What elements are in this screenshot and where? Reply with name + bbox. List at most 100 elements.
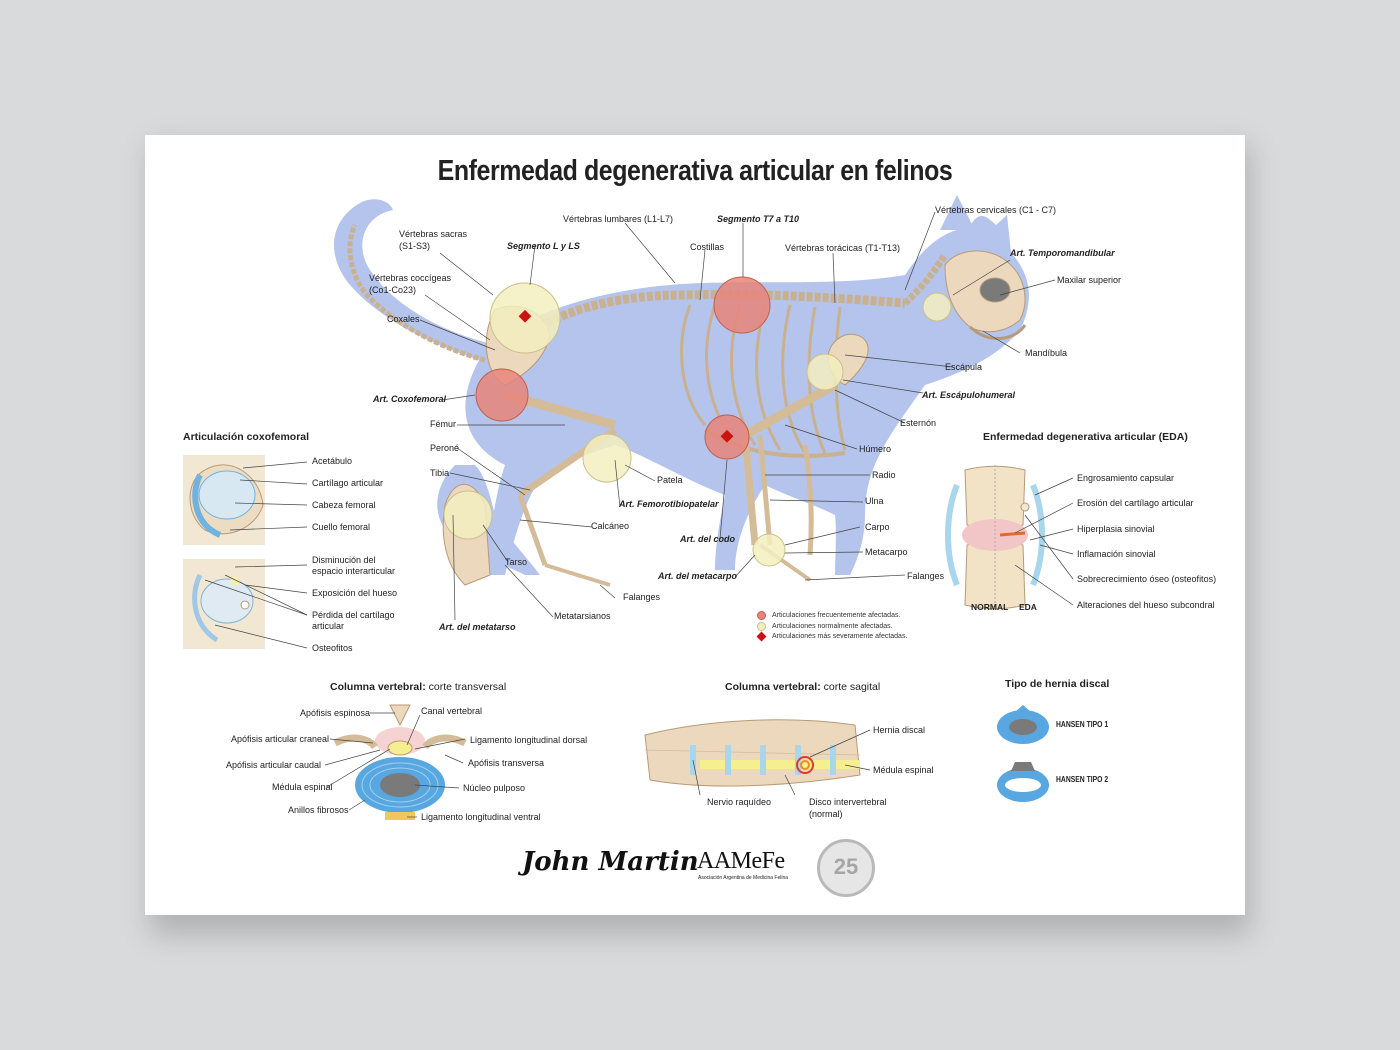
transversal-leaders xyxy=(324,712,466,818)
trans-label-canal-vertebral: Canal vertebral xyxy=(421,706,483,716)
joint-escapulohumeral xyxy=(806,353,844,391)
eda-leaders xyxy=(1014,477,1074,606)
anniversary-seal: 25 xyxy=(817,839,875,897)
aamefe-logo: AAMeFe xyxy=(697,848,785,874)
coxo-label-disminucion: Disminución del xyxy=(312,555,376,565)
label-falanges-front: Falanges xyxy=(907,571,945,581)
cat-silhouette xyxy=(333,195,1029,576)
joint-temporomandibular xyxy=(922,292,952,322)
label-carpo: Carpo xyxy=(865,522,890,532)
sag-label-hernia-discal: Hernia discal xyxy=(873,725,926,735)
coxo-label-cabeza: Cabeza femoral xyxy=(312,500,376,510)
label-art-temporomandibular: Art. Temporomandibular xyxy=(1010,248,1115,258)
label-perone: Peroné xyxy=(430,443,460,453)
hernia-images xyxy=(997,705,1049,802)
coxo-label-osteofitos: Osteofitos xyxy=(312,643,353,653)
eda-joint-image xyxy=(945,465,1045,610)
trans-label-apofisis-craneal: Apófisis articular craneal xyxy=(231,734,330,744)
legend-severe-swatch xyxy=(756,631,767,642)
legend-severe-label: Articulaciones más severamente afectadas… xyxy=(772,633,908,640)
label-esternon: Esternón xyxy=(900,418,937,428)
label-costillas: Costillas xyxy=(690,242,725,252)
label-art-coxofemoral: Art. Coxofemoral xyxy=(373,394,447,404)
legend-severe: Articulaciones más severamente afectadas… xyxy=(756,631,908,642)
transversal-title-rest: corte transversal xyxy=(425,681,507,693)
label-vertebras-lumbares: Vértebras lumbares (L1-L7) xyxy=(563,214,674,224)
label-falanges-hind: Falanges xyxy=(623,592,661,602)
aamefe-subtitle: Asociación Argentina de Medicina Felina xyxy=(698,875,789,881)
sag-label-medula-espinal: Médula espinal xyxy=(873,765,934,775)
eda-eda-label: EDA xyxy=(1019,602,1037,612)
legend-normal-label: Articulaciones normalmente afectadas. xyxy=(772,623,893,630)
label-escapula: Escápula xyxy=(945,362,983,372)
trans-label-apofisis-espinosa: Apófisis espinosa xyxy=(300,708,371,718)
trans-label-apofisis-caudal: Apófisis articular caudal xyxy=(226,760,322,770)
eda-label-alteraciones: Alteraciones del hueso subcondral xyxy=(1077,600,1215,610)
joint-t7-t10 xyxy=(713,276,771,334)
label-calcaneo: Calcáneo xyxy=(591,521,630,531)
coxo-label-perdida: Pérdida del cartílago xyxy=(312,610,395,620)
legend-normal-swatch xyxy=(757,622,766,631)
label-art-metacarpo: Art. del metacarpo xyxy=(658,571,738,581)
sagittal-leaders xyxy=(692,729,871,796)
label-vertebras-cervicales: Vértebras cervicales (C1 - C7) xyxy=(935,205,1057,215)
eda-normal-label: NORMAL xyxy=(971,602,1009,612)
coxofemoral-images xyxy=(183,455,265,649)
trans-label-anillos-fibrosos: Anillos fibrosos xyxy=(288,805,349,815)
transversal-title: Columna vertebral: corte transversal xyxy=(330,681,506,693)
label-segmento-l-ls: Segmento L y LS xyxy=(507,241,580,251)
transversal-vertebra-image xyxy=(333,704,467,820)
eda-label-erosion: Erosión del cartílago articular xyxy=(1077,498,1194,508)
john-martin-logo: John Martin xyxy=(522,847,699,877)
trans-label-apofisis-transversa: Apófisis transversa xyxy=(468,758,545,768)
sagital-title-bold: Columna vertebral: xyxy=(725,681,821,693)
coxofemoral-leaders xyxy=(204,461,308,649)
leader-lines xyxy=(419,211,1056,621)
trans-label-nucleo-pulposo: Núcleo pulposo xyxy=(463,783,526,793)
coxo-label-cartilago: Cartílago articular xyxy=(312,478,384,488)
label-tibia: Tibia xyxy=(430,468,450,478)
sag-label-disco-intervertebral: Disco intervertebral xyxy=(809,797,887,807)
legend-normal: Articulaciones normalmente afectadas. xyxy=(757,622,893,631)
poster-title: Enfermedad degenerativa articular en fel… xyxy=(437,155,953,187)
eda-label-hiperplasia: Hiperplasia sinovial xyxy=(1077,524,1155,534)
trans-label-ligamento-ventral: Ligamento longitudinal ventral xyxy=(421,812,541,822)
joint-markers xyxy=(443,276,952,567)
sag-label-nervio-raquideo: Nervio raquídeo xyxy=(707,797,772,807)
coxo-label-cuello: Cuello femoral xyxy=(312,522,371,532)
label-maxilar-superior: Maxilar superior xyxy=(1057,275,1122,285)
label-ulna: Ulna xyxy=(865,496,884,506)
label-art-femorotibiopatelar: Art. Femorotibiopatelar xyxy=(619,499,719,509)
label-vertebras-sacras: Vértebras sacras xyxy=(399,229,468,239)
diagram-artwork xyxy=(183,195,1074,820)
label-art-codo: Art. del codo xyxy=(680,534,736,544)
label-coxales: Coxales xyxy=(387,314,420,324)
label-mandibula: Mandíbula xyxy=(1025,348,1068,358)
seal-number: 25 xyxy=(833,854,859,879)
sagital-title: Columna vertebral: corte sagital xyxy=(725,681,880,693)
transversal-title-bold: Columna vertebral: xyxy=(330,681,426,693)
trans-label-ligamento-dorsal: Ligamento longitudinal dorsal xyxy=(470,735,588,745)
label-patela: Patela xyxy=(657,475,683,485)
label-vertebras-sacras-range: (S1-S3) xyxy=(399,241,431,251)
label-vertebras-coccigeas-range: (Co1-Co23) xyxy=(369,285,417,295)
eda-label-engrosamiento: Engrosamiento capsular xyxy=(1077,473,1175,483)
sagital-title-rest: corte sagital xyxy=(820,681,881,693)
coxofemoral-title: Articulación coxofemoral xyxy=(183,431,310,443)
label-femur: Fémur xyxy=(430,419,457,429)
sagittal-spine-image xyxy=(644,719,861,787)
label-metacarpo: Metacarpo xyxy=(865,547,908,557)
legend-frequent-swatch xyxy=(757,611,766,620)
eda-label-inflamacion: Inflamación sinovial xyxy=(1077,549,1156,559)
eda-title: Enfermedad degenerativa articular (EDA) xyxy=(983,431,1188,443)
hernia-title: Tipo de hernia discal xyxy=(1005,678,1110,690)
hernia-tipo1-label: HANSEN TIPO 1 xyxy=(1056,720,1109,729)
label-radio: Radio xyxy=(872,470,896,480)
joint-metatarso xyxy=(443,490,493,540)
joint-coxofemoral xyxy=(475,368,529,422)
legend-frequent-label: Articulaciones frecuentemente afectadas. xyxy=(772,612,901,619)
label-art-metatarso: Art. del metatarso xyxy=(439,622,516,632)
coxo-label-articular: articular xyxy=(312,621,345,631)
hernia-tipo2-label: HANSEN TIPO 2 xyxy=(1056,775,1109,784)
sag-label-disco-normal: (normal) xyxy=(809,809,843,819)
